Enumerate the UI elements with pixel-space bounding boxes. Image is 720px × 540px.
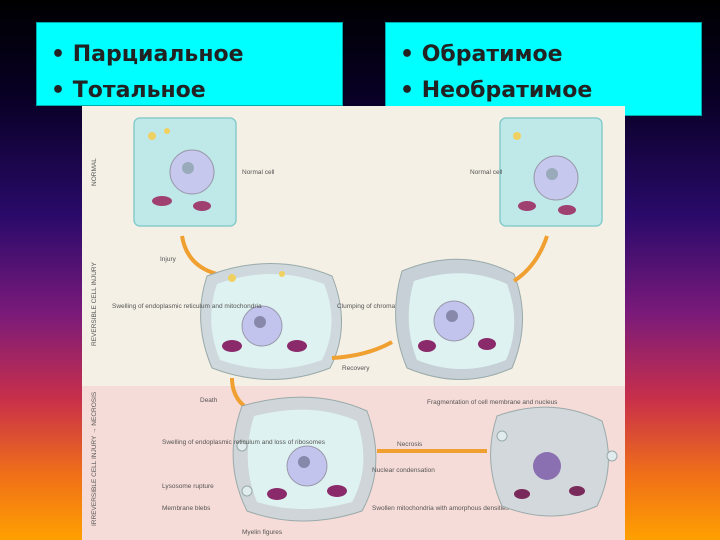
swollen-cell-center xyxy=(200,263,342,380)
label-death: Death xyxy=(200,397,218,404)
label-swollen-mito: Swollen mitochondria with amorphous dens… xyxy=(372,505,510,512)
side-label-reversible: REVERSIBLE CELL INJURY xyxy=(91,262,98,346)
normal-cell-left xyxy=(133,117,237,227)
injury-arrow xyxy=(180,235,218,276)
label-recovery: Recovery xyxy=(342,365,370,372)
label-clumping: Clumping of chromatin xyxy=(337,303,402,310)
irreversible-cell xyxy=(232,396,377,522)
necrotic-cell xyxy=(490,406,618,517)
cell-injury-illustration: NORMAL REVERSIBLE CELL INJURY IRREVERSIB… xyxy=(82,106,625,540)
bullet-reversible: Обратимое xyxy=(400,37,701,73)
cell-injury-diagram: NORMAL REVERSIBLE CELL INJURY IRREVERSIB… xyxy=(82,117,625,540)
label-normal-cell-left: Normal cell xyxy=(242,169,275,176)
side-label-normal: NORMAL xyxy=(91,158,98,186)
recovery-cell-right xyxy=(395,258,523,380)
label-injury: Injury xyxy=(160,256,177,263)
reversible-irreversible-box: Обратимое Необратимое xyxy=(385,22,702,116)
bullet-irreversible: Необратимое xyxy=(400,73,701,109)
bullet-partial: Парциальное xyxy=(51,37,342,73)
label-necrosis: Necrosis xyxy=(397,441,423,448)
label-normal-cell-right: Normal cell xyxy=(470,169,503,176)
label-swelling-er-ribosomes: Swelling of endoplasmic reticulum and lo… xyxy=(162,439,326,446)
label-swelling-er: Swelling of endoplasmic reticulum and mi… xyxy=(112,303,262,310)
label-membrane-blebs: Membrane blebs xyxy=(162,505,211,512)
partial-total-box: Парциальное Тотальное xyxy=(36,22,343,106)
bullet-total: Тотальное xyxy=(51,73,342,109)
normal-cell-right xyxy=(499,117,603,227)
recovery-arrow xyxy=(331,340,393,360)
label-fragmentation: Fragmentation of cell membrane and nucle… xyxy=(427,399,558,406)
label-nuclear-condensation: Nuclear condensation xyxy=(372,467,435,474)
side-label-irreversible: IRREVERSIBLE CELL INJURY → NECROSIS xyxy=(91,391,98,526)
to-normal-arrow xyxy=(512,235,549,283)
label-lysosome-rupture: Lysosome rupture xyxy=(162,483,214,490)
label-myelin-figures: Myelin figures xyxy=(242,529,283,536)
